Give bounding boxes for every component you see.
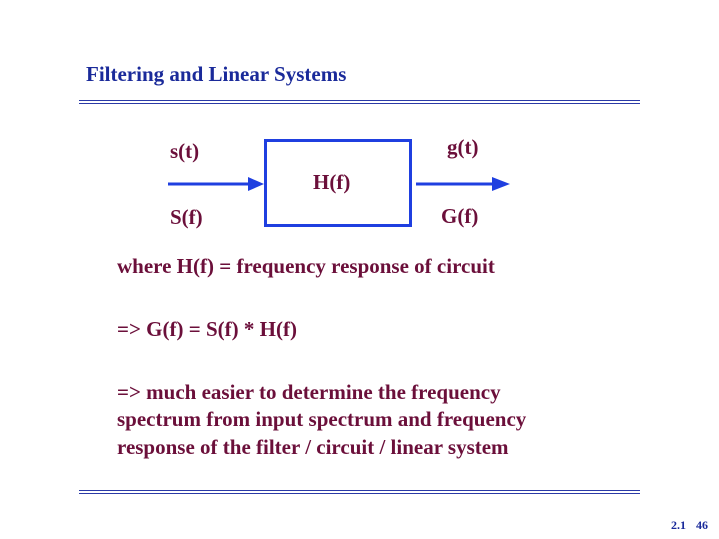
title-rule-top	[79, 100, 640, 101]
output-time-label: g(t)	[447, 135, 479, 159]
result-line: => G(f) = S(f) * H(f)	[117, 317, 297, 341]
slide-title: Filtering and Linear Systems	[86, 62, 347, 86]
footer-rule-top	[79, 490, 640, 491]
system-block	[264, 139, 412, 227]
system-label: H(f)	[313, 170, 351, 194]
conclusion-line-2: spectrum from input spectrum and frequen…	[117, 407, 527, 431]
output-arrow	[416, 177, 510, 191]
title-rule-bottom	[79, 103, 640, 104]
where-line: where H(f) = frequency response of circu…	[117, 254, 495, 278]
section-number: 2.1	[671, 518, 686, 532]
conclusion-line-3: response of the filter / circuit / linea…	[117, 435, 509, 459]
input-time-label: s(t)	[170, 139, 200, 163]
footer-rule-bottom	[79, 493, 640, 494]
conclusion-line-1: => much easier to determine the frequenc…	[117, 380, 501, 404]
page-number: 46	[696, 518, 708, 532]
input-arrow	[168, 177, 264, 191]
input-freq-label: S(f)	[170, 205, 203, 229]
output-freq-label: G(f)	[441, 204, 479, 228]
